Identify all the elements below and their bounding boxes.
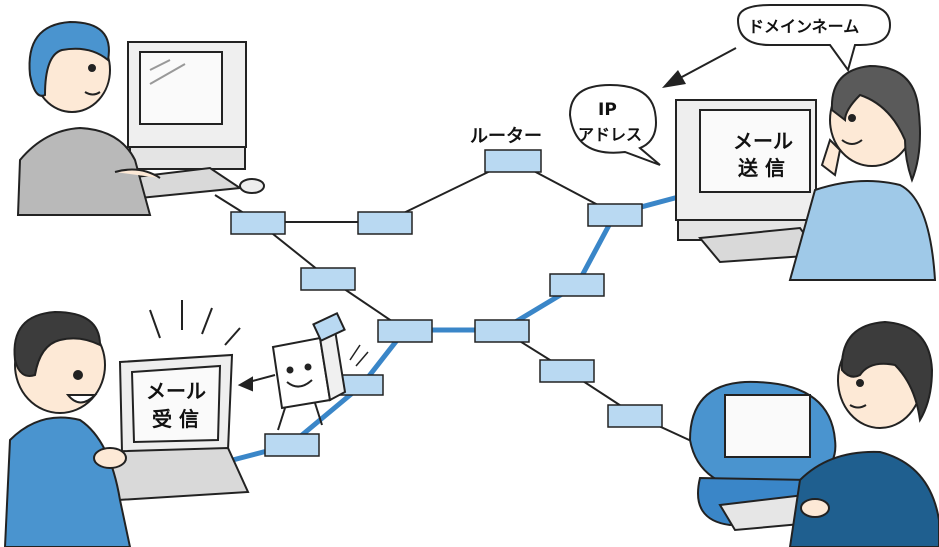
envelope-character-icon: [237, 312, 369, 431]
router-icon: [539, 359, 595, 383]
person-bottom-right: [688, 320, 939, 547]
person-top-right: メール 送 信: [675, 64, 937, 281]
router-icon: [484, 149, 542, 173]
resolution-arrow: [662, 47, 737, 88]
router-icon: [607, 404, 663, 428]
ip-label-line2: アドレス: [578, 125, 642, 144]
person-icon: [16, 20, 161, 216]
computer-icon: [675, 99, 822, 264]
router-icon: [549, 273, 605, 297]
router-icon: [587, 203, 643, 227]
router-icon: [300, 267, 356, 291]
receive-label-line1: メール: [146, 379, 206, 403]
computer-icon: [106, 41, 265, 200]
router-icon: [377, 319, 433, 343]
person-icon: [3, 310, 132, 547]
person-bottom-left: メール 受 信: [3, 300, 250, 547]
send-label-line2: 送 信: [738, 156, 785, 180]
domain-name-label: ドメインネーム: [748, 17, 859, 36]
laptop-icon: [90, 353, 250, 502]
domain-name-bubble: ドメインネーム: [736, 4, 892, 73]
person-top-left: [16, 20, 265, 216]
ip-label-line1: IP: [598, 100, 617, 120]
router-icon: [264, 433, 320, 457]
router-icon: [474, 319, 530, 343]
routers: [230, 149, 663, 457]
router-icon: [357, 211, 413, 235]
router-label: ルーター: [470, 126, 542, 147]
excitement-marks: [149, 300, 241, 346]
ip-address-bubble: IP アドレス: [568, 83, 661, 166]
router-icon: [230, 211, 286, 235]
person-icon: [788, 320, 939, 547]
person-icon: [788, 64, 937, 281]
send-label-line1: メール: [733, 129, 793, 153]
receive-label-line2: 受 信: [152, 407, 199, 431]
